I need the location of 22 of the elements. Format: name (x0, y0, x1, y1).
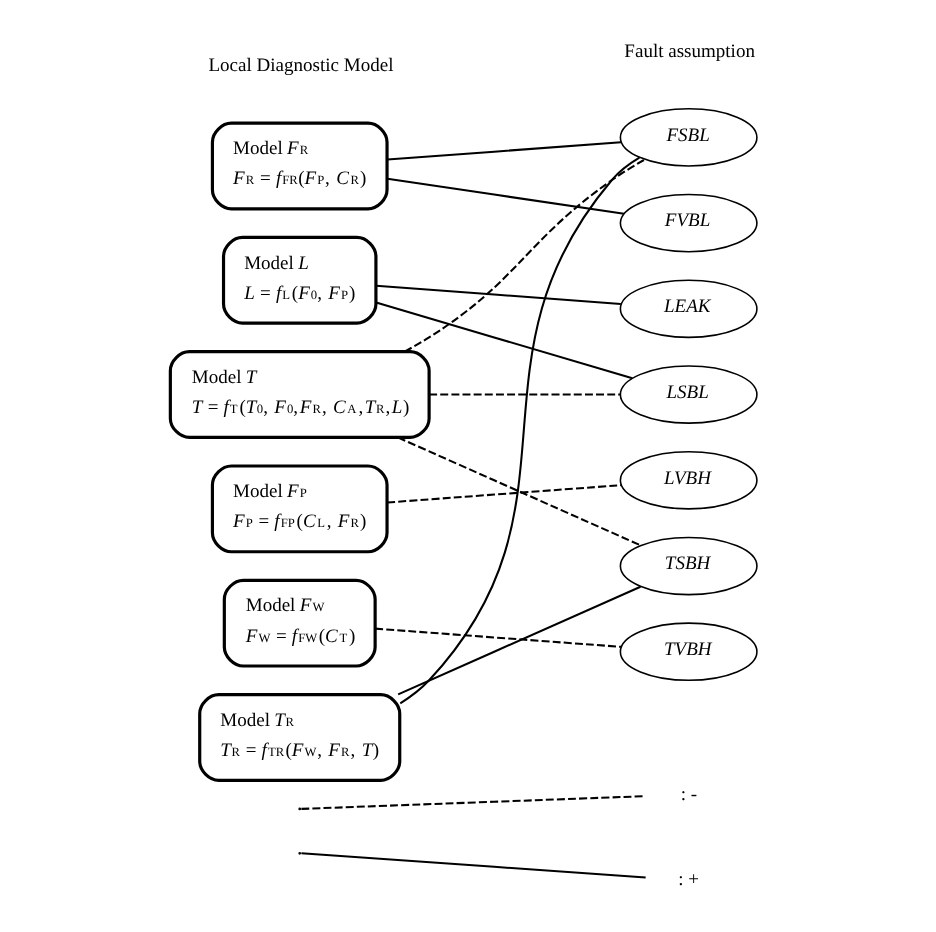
label: Local Diagnostic Model (208, 56, 394, 77)
node-ellipse: TVBH (619, 622, 758, 682)
connector (399, 156, 640, 705)
connector (375, 627, 622, 648)
connector (397, 436, 641, 547)
node-ellipse: LEAK (619, 279, 758, 339)
node-ellipse: LSBL (619, 365, 758, 424)
connector (375, 301, 633, 380)
node-ellipse: TSBH (619, 536, 758, 596)
connector (376, 284, 621, 305)
connector (404, 158, 646, 353)
connector (387, 484, 622, 504)
connector (429, 393, 621, 396)
node-ellipse: FVBL (619, 193, 758, 253)
node-ellipse: FSBL (619, 108, 758, 167)
connector (387, 141, 622, 161)
node-ellipse: LVBH (619, 450, 758, 510)
connector (397, 585, 641, 696)
legend-label: : + (678, 871, 700, 892)
connector (387, 177, 625, 215)
legend-label: : - (680, 785, 698, 806)
label: Fault assumption (624, 42, 755, 63)
